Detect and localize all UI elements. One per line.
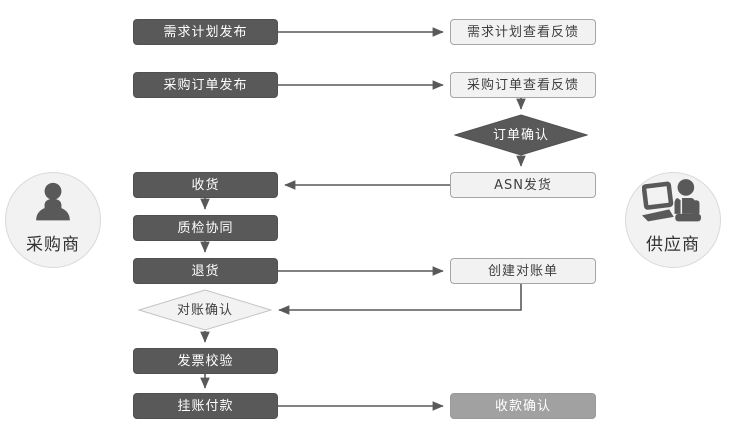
actor-supplier-label: 供应商 [646,235,700,255]
node-invoice-verification: 发票校验 [133,348,278,374]
actor-supplier: 供应商 [625,172,721,268]
node-return-goods: 退货 [133,258,278,284]
node-payment-receipt-confirm: 收款确认 [450,393,596,419]
node-receive-goods: 收货 [133,172,278,198]
node-label: 需求计划发布 [163,24,248,40]
person-icon [30,179,76,229]
arrow-statement-to-reconcile [278,284,522,315]
node-label: 质检协同 [177,220,234,236]
node-label: 收货 [191,177,220,193]
node-reconciliation-confirm: 对账确认 [138,289,272,331]
node-demand-plan-view-feedback: 需求计划查看反馈 [450,19,596,45]
node-purchase-order-release: 采购订单发布 [133,72,278,98]
node-quality-inspection: 质检协同 [133,215,278,241]
node-label: 收款确认 [494,398,551,414]
node-label: 创建对账单 [487,263,558,279]
actor-buyer-label: 采购商 [26,235,80,255]
node-payment-on-account: 挂账付款 [133,393,278,419]
node-asn-shipping: ASN发货 [450,172,596,198]
node-label: 挂账付款 [177,398,234,414]
node-demand-plan-release: 需求计划发布 [133,19,278,45]
diamond-shape [454,114,588,156]
node-label: 退货 [191,263,220,279]
node-label: 需求计划查看反馈 [466,24,579,40]
node-label: ASN发货 [494,177,552,193]
node-create-reconciliation-statement: 创建对账单 [450,258,596,284]
actor-buyer: 采购商 [5,172,101,268]
node-purchase-order-view-feedback: 采购订单查看反馈 [450,72,596,98]
node-label: 采购订单发布 [163,77,248,93]
node-order-confirm: 订单确认 [454,114,588,156]
node-label: 订单确认 [492,127,549,143]
diamond-shape [138,289,272,331]
node-label: 对账确认 [176,302,233,318]
node-label: 采购订单查看反馈 [466,77,579,93]
person-laptop-icon [641,177,704,229]
node-label: 发票校验 [177,353,234,369]
